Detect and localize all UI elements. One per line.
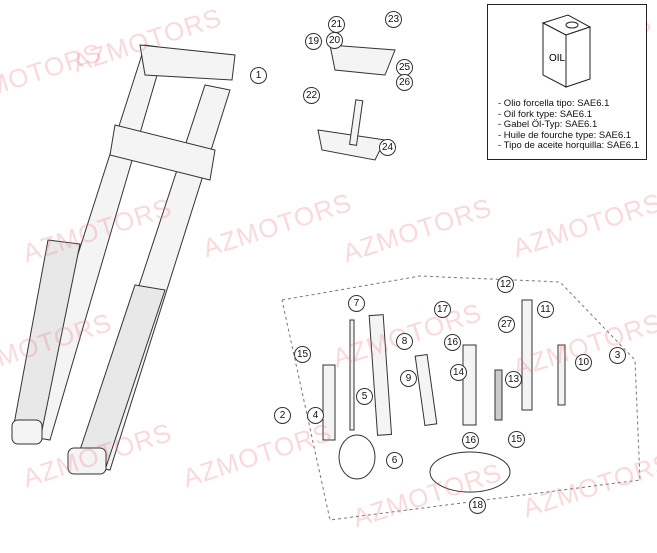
callout-part-22: 22 — [303, 87, 320, 104]
oil-spec-box: OIL - Olio forcella tipo: SAE6.1 - Oil f… — [487, 4, 647, 160]
callout-part-4: 4 — [307, 407, 324, 424]
callout-part-10: 10 — [575, 354, 592, 371]
axle-foot-right — [67, 447, 107, 475]
part-8 — [368, 314, 393, 436]
callout-part-21: 21 — [328, 16, 345, 33]
axle-foot-left — [11, 419, 43, 445]
part-4 — [322, 364, 336, 441]
callout-part-26: 26 — [396, 74, 413, 91]
callout-part-9: 9 — [400, 370, 417, 387]
triple-clamp-lower — [109, 124, 216, 181]
steering-stem — [348, 99, 364, 146]
callout-part-23: 23 — [385, 11, 402, 28]
exploded-frame — [281, 275, 641, 521]
callout-part-20: 20 — [326, 32, 343, 49]
callout-part-11: 11 — [537, 301, 554, 318]
callout-part-16: 16 — [462, 432, 479, 449]
handlebar-clamp — [329, 44, 396, 76]
callout-part-12: 12 — [497, 276, 514, 293]
callout-part-14: 14 — [450, 364, 467, 381]
fork-slider-right — [74, 284, 166, 471]
oil-spec-line: - Olio forcella tipo: SAE6.1 — [498, 98, 610, 109]
callout-part-19: 19 — [305, 33, 322, 50]
oil-spec-line: - Gabel Öl-Typ: SAE6.1 — [498, 119, 598, 130]
callout-part-27: 27 — [498, 316, 515, 333]
callout-part-7: 7 — [348, 295, 365, 312]
oil-spec-line: - Tipo de aceite horquilla: SAE6.1 — [498, 140, 640, 151]
callout-part-5: 5 — [356, 388, 373, 405]
part-14 — [462, 344, 477, 426]
callout-part-15: 15 — [294, 346, 311, 363]
triple-clamp-upper — [139, 44, 236, 81]
part-11 — [521, 299, 533, 411]
callout-part-18: 18 — [469, 497, 486, 514]
callout-part-13: 13 — [505, 371, 522, 388]
part-9 — [414, 353, 438, 427]
part-6-group — [338, 434, 376, 480]
callout-part-8: 8 — [396, 333, 413, 350]
callout-part-6: 6 — [386, 452, 403, 469]
callout-part-1: 1 — [250, 67, 267, 84]
callout-part-2: 2 — [274, 407, 291, 424]
part-10 — [557, 344, 566, 406]
callout-part-16: 16 — [444, 334, 461, 351]
part-5 — [349, 319, 355, 431]
part-15-group — [429, 451, 511, 493]
callout-part-15: 15 — [508, 431, 525, 448]
oil-spec-line: - Huile de fourche type: SAE6.1 — [498, 129, 632, 141]
oil-spec-line: - Oil fork type: SAE6.1 — [498, 108, 592, 120]
oil-spec-legend: - Olio forcella tipo: SAE6.1 - Oil fork … — [498, 98, 640, 152]
part-13-spring — [494, 369, 503, 421]
oil-can-label: OIL — [549, 53, 566, 64]
callout-part-3: 3 — [609, 347, 626, 364]
callout-part-24: 24 — [379, 139, 396, 156]
callout-part-17: 17 — [434, 301, 451, 318]
oil-can-icon — [541, 14, 592, 88]
